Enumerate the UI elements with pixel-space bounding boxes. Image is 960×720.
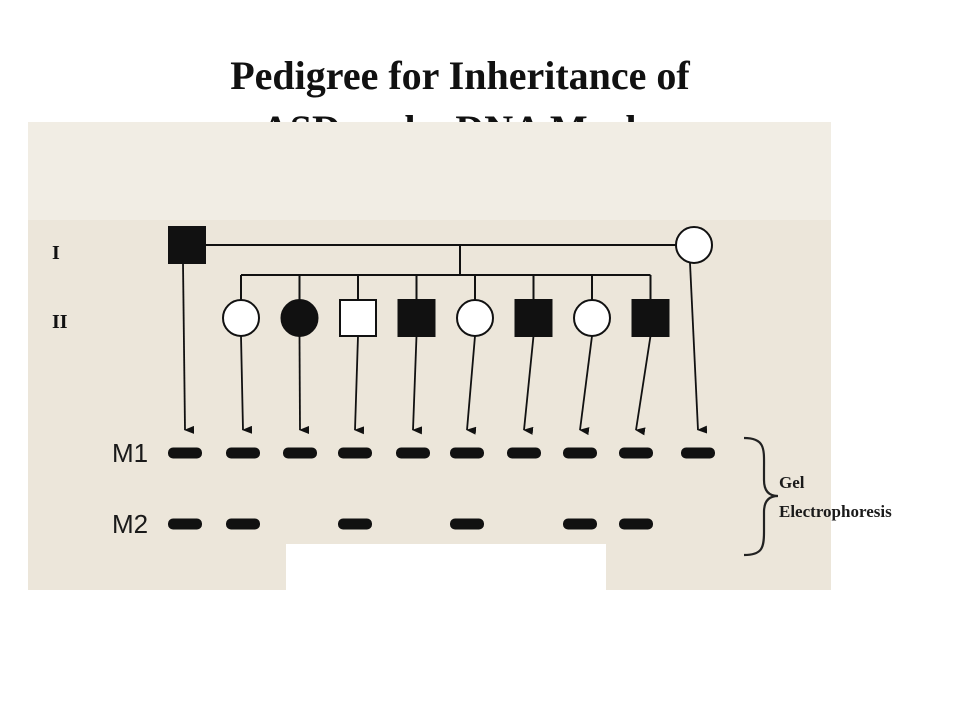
generation-label-ii: II <box>52 311 68 333</box>
gel-label-line-2: Electrophoresis <box>779 502 892 521</box>
band-m1-lane-4 <box>338 447 372 459</box>
lane-arrow-7 <box>523 335 535 435</box>
band-m1-lane-10 <box>681 447 715 459</box>
band-m1-lane-9 <box>619 447 653 459</box>
child-symbol-7 <box>573 299 611 337</box>
gel-bands <box>168 447 715 530</box>
pedigree-arrows <box>182 262 708 436</box>
band-m1-lane-7 <box>507 447 541 459</box>
band-m2-lane-4 <box>338 518 372 530</box>
lane-arrow-5 <box>412 335 423 435</box>
band-m2-lane-6 <box>450 518 484 530</box>
child-symbol-3 <box>339 299 377 337</box>
lane-arrow-4 <box>354 335 365 435</box>
band-m1-lane-5 <box>396 447 430 459</box>
generation-label-i: I <box>52 242 60 264</box>
lane-arrow-8 <box>579 335 593 436</box>
pedigree-lines <box>205 244 676 300</box>
lane-arrow-2 <box>240 335 253 434</box>
lane-arrow-1 <box>182 262 195 434</box>
lane-arrow-10 <box>689 262 708 434</box>
gel-bracket <box>743 436 779 557</box>
paper-background-upper-band <box>28 122 831 220</box>
child-symbol-8 <box>631 299 670 337</box>
band-m1-lane-1 <box>168 447 202 459</box>
lane-arrow-3 <box>298 335 310 434</box>
lane-arrow-6 <box>466 335 477 435</box>
pedigree-symbols <box>168 226 713 337</box>
band-m1-lane-3 <box>283 447 317 459</box>
child-symbol-6 <box>514 299 553 337</box>
child-symbol-5 <box>456 299 494 337</box>
marker-label-m1: M1 <box>112 438 148 468</box>
father-symbol <box>168 226 206 264</box>
lane-arrow-9 <box>635 335 652 436</box>
band-m2-lane-1 <box>168 518 202 530</box>
child-symbol-1 <box>222 299 260 337</box>
title-line-1: Pedigree for Inheritance of <box>230 53 690 98</box>
child-symbol-4 <box>397 299 436 337</box>
band-m1-lane-2 <box>226 447 260 459</box>
band-m2-lane-2 <box>226 518 260 530</box>
child-symbol-2 <box>280 299 319 337</box>
band-m1-lane-8 <box>563 447 597 459</box>
band-m2-lane-8 <box>563 518 597 530</box>
mother-symbol <box>675 226 713 264</box>
marker-label-m2: M2 <box>112 509 148 539</box>
band-m1-lane-6 <box>450 447 484 459</box>
band-m2-lane-9 <box>619 518 653 530</box>
gel-label-line-1: Gel <box>779 473 805 492</box>
paper-blank-patch <box>286 544 606 590</box>
